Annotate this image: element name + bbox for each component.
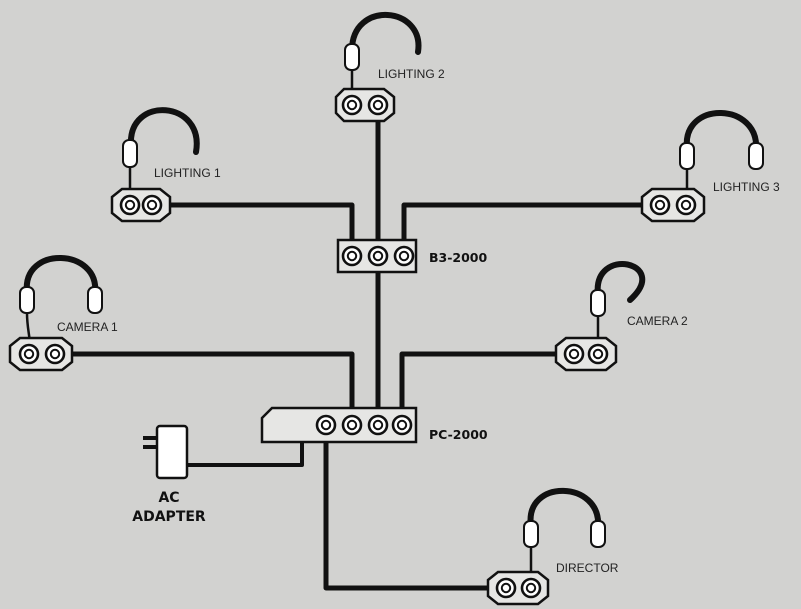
headset-lighting-1: [122, 107, 200, 196]
earcup: [344, 43, 360, 71]
headband: [683, 110, 760, 153]
b3-2000-unit: [336, 238, 418, 274]
earcup: [590, 289, 606, 317]
headband: [23, 255, 99, 296]
headband: [127, 107, 200, 155]
headband: [594, 261, 646, 303]
labels: LIGHTING 2 LIGHTING 1 LIGHTING 3 CAMERA …: [57, 67, 780, 575]
jack-plates: [8, 87, 706, 606]
headset-lighting-3: [679, 110, 764, 196]
earcup: [523, 520, 539, 548]
cable-lighting-1: [149, 202, 355, 259]
jack-plate-director: [486, 570, 550, 606]
cables: [52, 102, 661, 591]
jack-plate-camera-2: [554, 336, 618, 372]
jack-plate-lighting-1: [110, 187, 172, 223]
headband: [349, 12, 422, 55]
earcup: [122, 139, 138, 168]
headband: [527, 487, 602, 530]
earcup: [87, 286, 103, 314]
cable-camera-1: [52, 351, 355, 428]
label-pc-2000: PC-2000: [429, 427, 488, 442]
jack-plate-lighting-2: [334, 87, 396, 123]
label-director: DIRECTOR: [556, 561, 619, 575]
pc-2000-unit: [260, 406, 418, 444]
earcup: [748, 142, 764, 170]
jack-plate-lighting-3: [640, 187, 706, 223]
cable-director: [323, 422, 504, 591]
earcup: [19, 286, 35, 314]
headset-camera-2: [590, 261, 646, 346]
earcup: [590, 520, 606, 548]
headset-camera-1: [19, 255, 103, 347]
label-lighting-2: LIGHTING 2: [378, 67, 445, 81]
cable-lighting-3: [401, 202, 661, 259]
earcup: [679, 142, 695, 170]
label-ac: AC: [158, 490, 179, 506]
label-b3-2000: B3-2000: [429, 250, 488, 265]
jack-plate-camera-1: [8, 336, 74, 372]
label-lighting-1: LIGHTING 1: [154, 166, 221, 180]
ac-adapter-icon: [143, 424, 189, 480]
cable-camera-2: [399, 351, 576, 428]
label-adapter: ADAPTER: [132, 509, 206, 525]
label-lighting-3: LIGHTING 3: [713, 180, 780, 194]
headset-lighting-2: [344, 12, 422, 96]
label-camera-2: CAMERA 2: [627, 314, 688, 328]
label-camera-1: CAMERA 1: [57, 320, 118, 334]
